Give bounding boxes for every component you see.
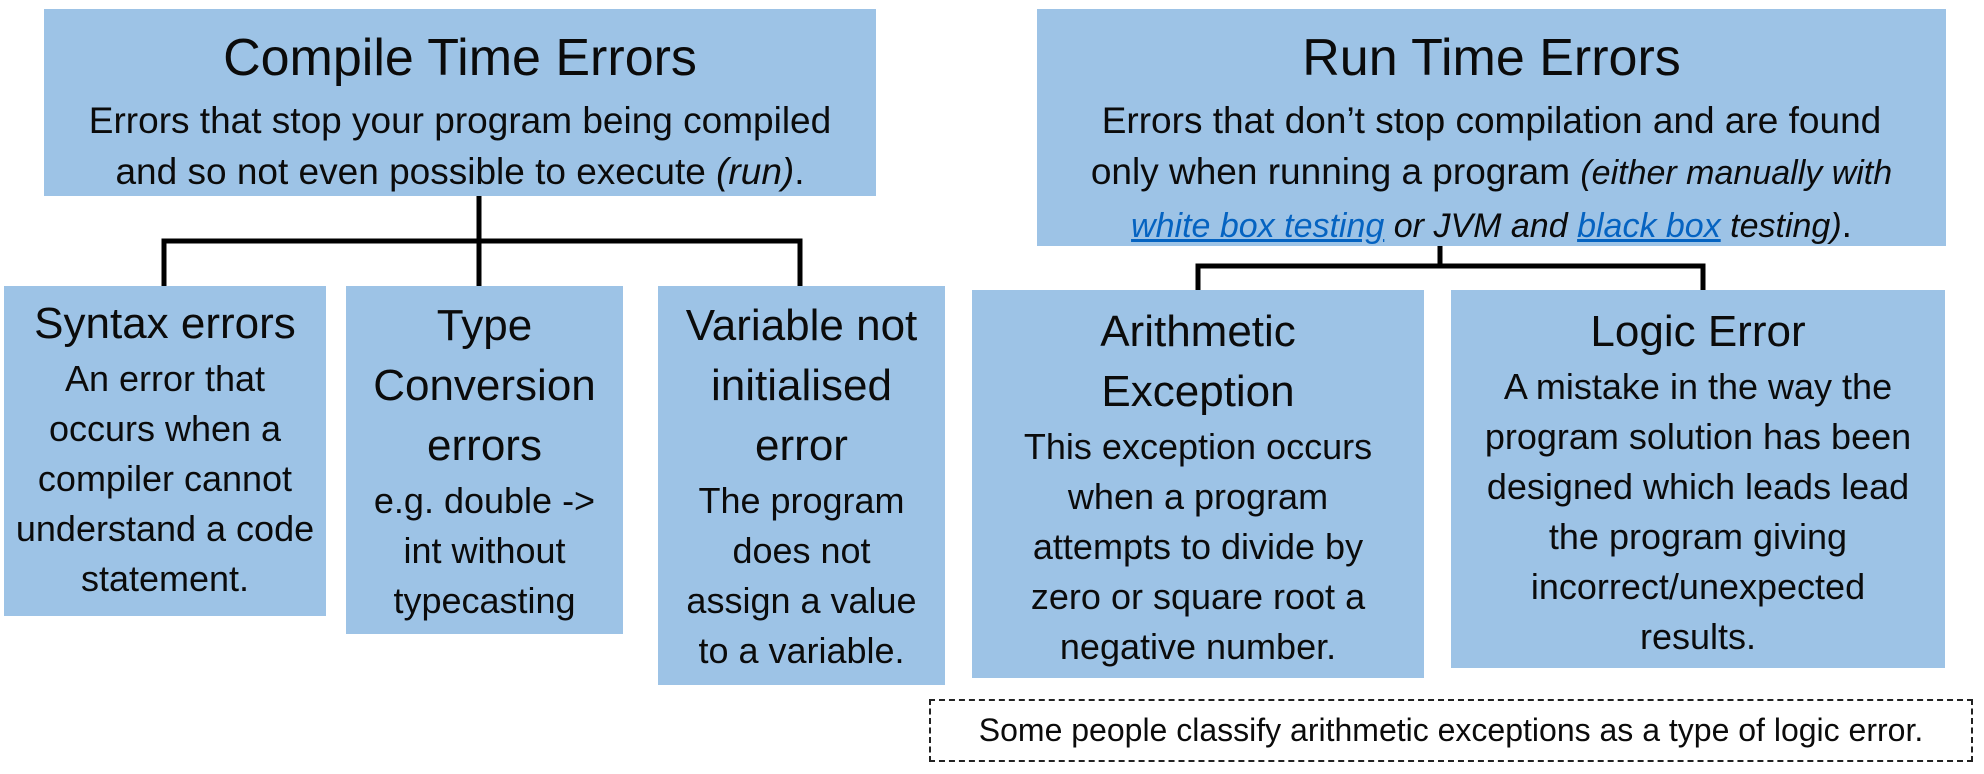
type-conversion-errors-title: Type Conversion errors (373, 301, 596, 470)
logic-error-box: Logic Error A mistake in the way the pro… (1451, 290, 1945, 668)
compile-time-errors-box: Compile Time Errors Errors that stop you… (44, 9, 876, 196)
white-box-testing-link[interactable]: white box testing (1131, 207, 1385, 245)
run-time-errors-description: Errors that don’t stop compilation and a… (1090, 100, 1893, 245)
type-conversion-errors-box: Type Conversion errors e.g. double -> in… (346, 286, 623, 634)
arithmetic-exception-box: Arithmetic Exception This exception occu… (972, 290, 1424, 678)
type-conversion-errors-description: e.g. double -> int without typecasting (373, 480, 596, 621)
variable-not-initialised-error-title: Variable not initialised error (685, 301, 918, 470)
variable-not-initialised-error-description: The program does not assign a value to a… (686, 480, 917, 671)
syntax-errors-description: An error that occurs when a compiler can… (15, 358, 315, 599)
arithmetic-exception-description: This exception occurs when a program att… (1023, 426, 1373, 667)
logic-error-title: Logic Error (1590, 307, 1806, 356)
variable-not-initialised-error-box: Variable not initialised error The progr… (658, 286, 945, 685)
syntax-errors-box: Syntax errors An error that occurs when … (4, 286, 326, 616)
logic-error-description: A mistake in the way the program solutio… (1484, 366, 1912, 657)
classification-note: Some people classify arithmetic exceptio… (929, 699, 1973, 762)
compile-time-errors-description: Errors that stop your program being comp… (88, 100, 832, 192)
black-box-link[interactable]: black box (1577, 207, 1721, 245)
run-time-errors-title: Run Time Errors (1302, 29, 1681, 87)
syntax-errors-title: Syntax errors (34, 299, 296, 348)
compile-time-errors-title: Compile Time Errors (223, 29, 697, 87)
arithmetic-exception-title: Arithmetic Exception (1100, 307, 1296, 416)
run-time-errors-box: Run Time Errors Errors that don’t stop c… (1037, 9, 1946, 246)
